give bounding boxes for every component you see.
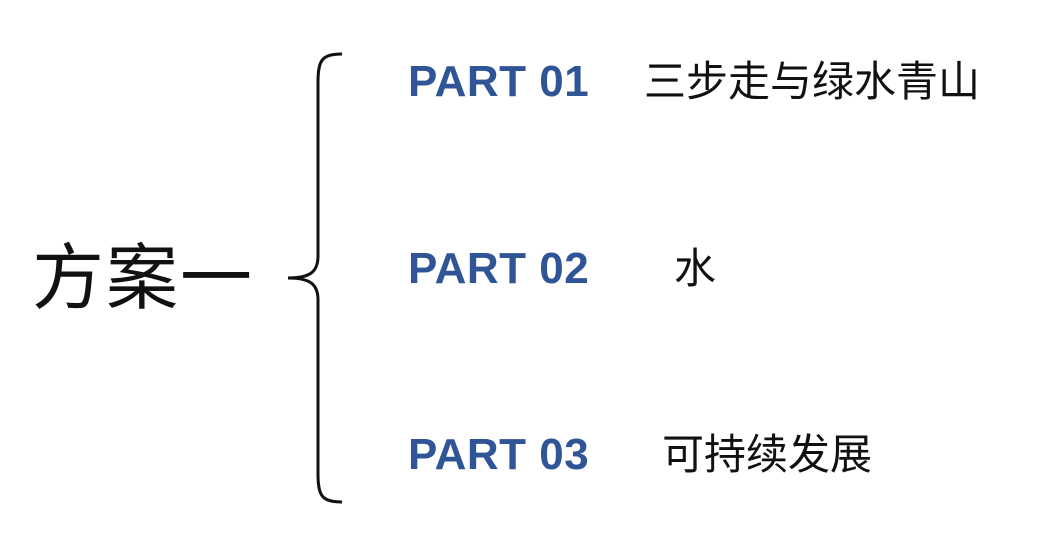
part-title: 水 [674, 244, 717, 293]
curly-brace [287, 52, 343, 504]
part-code: PART 01 [408, 57, 590, 106]
part-code: PART 02 [408, 244, 590, 293]
brace-path [287, 52, 343, 504]
part-title: 可持续发展 [662, 430, 873, 479]
root-title: 方案一 [32, 236, 255, 320]
part-title: 三步走与绿水青山 [644, 57, 981, 106]
part-code: PART 03 [408, 430, 590, 479]
